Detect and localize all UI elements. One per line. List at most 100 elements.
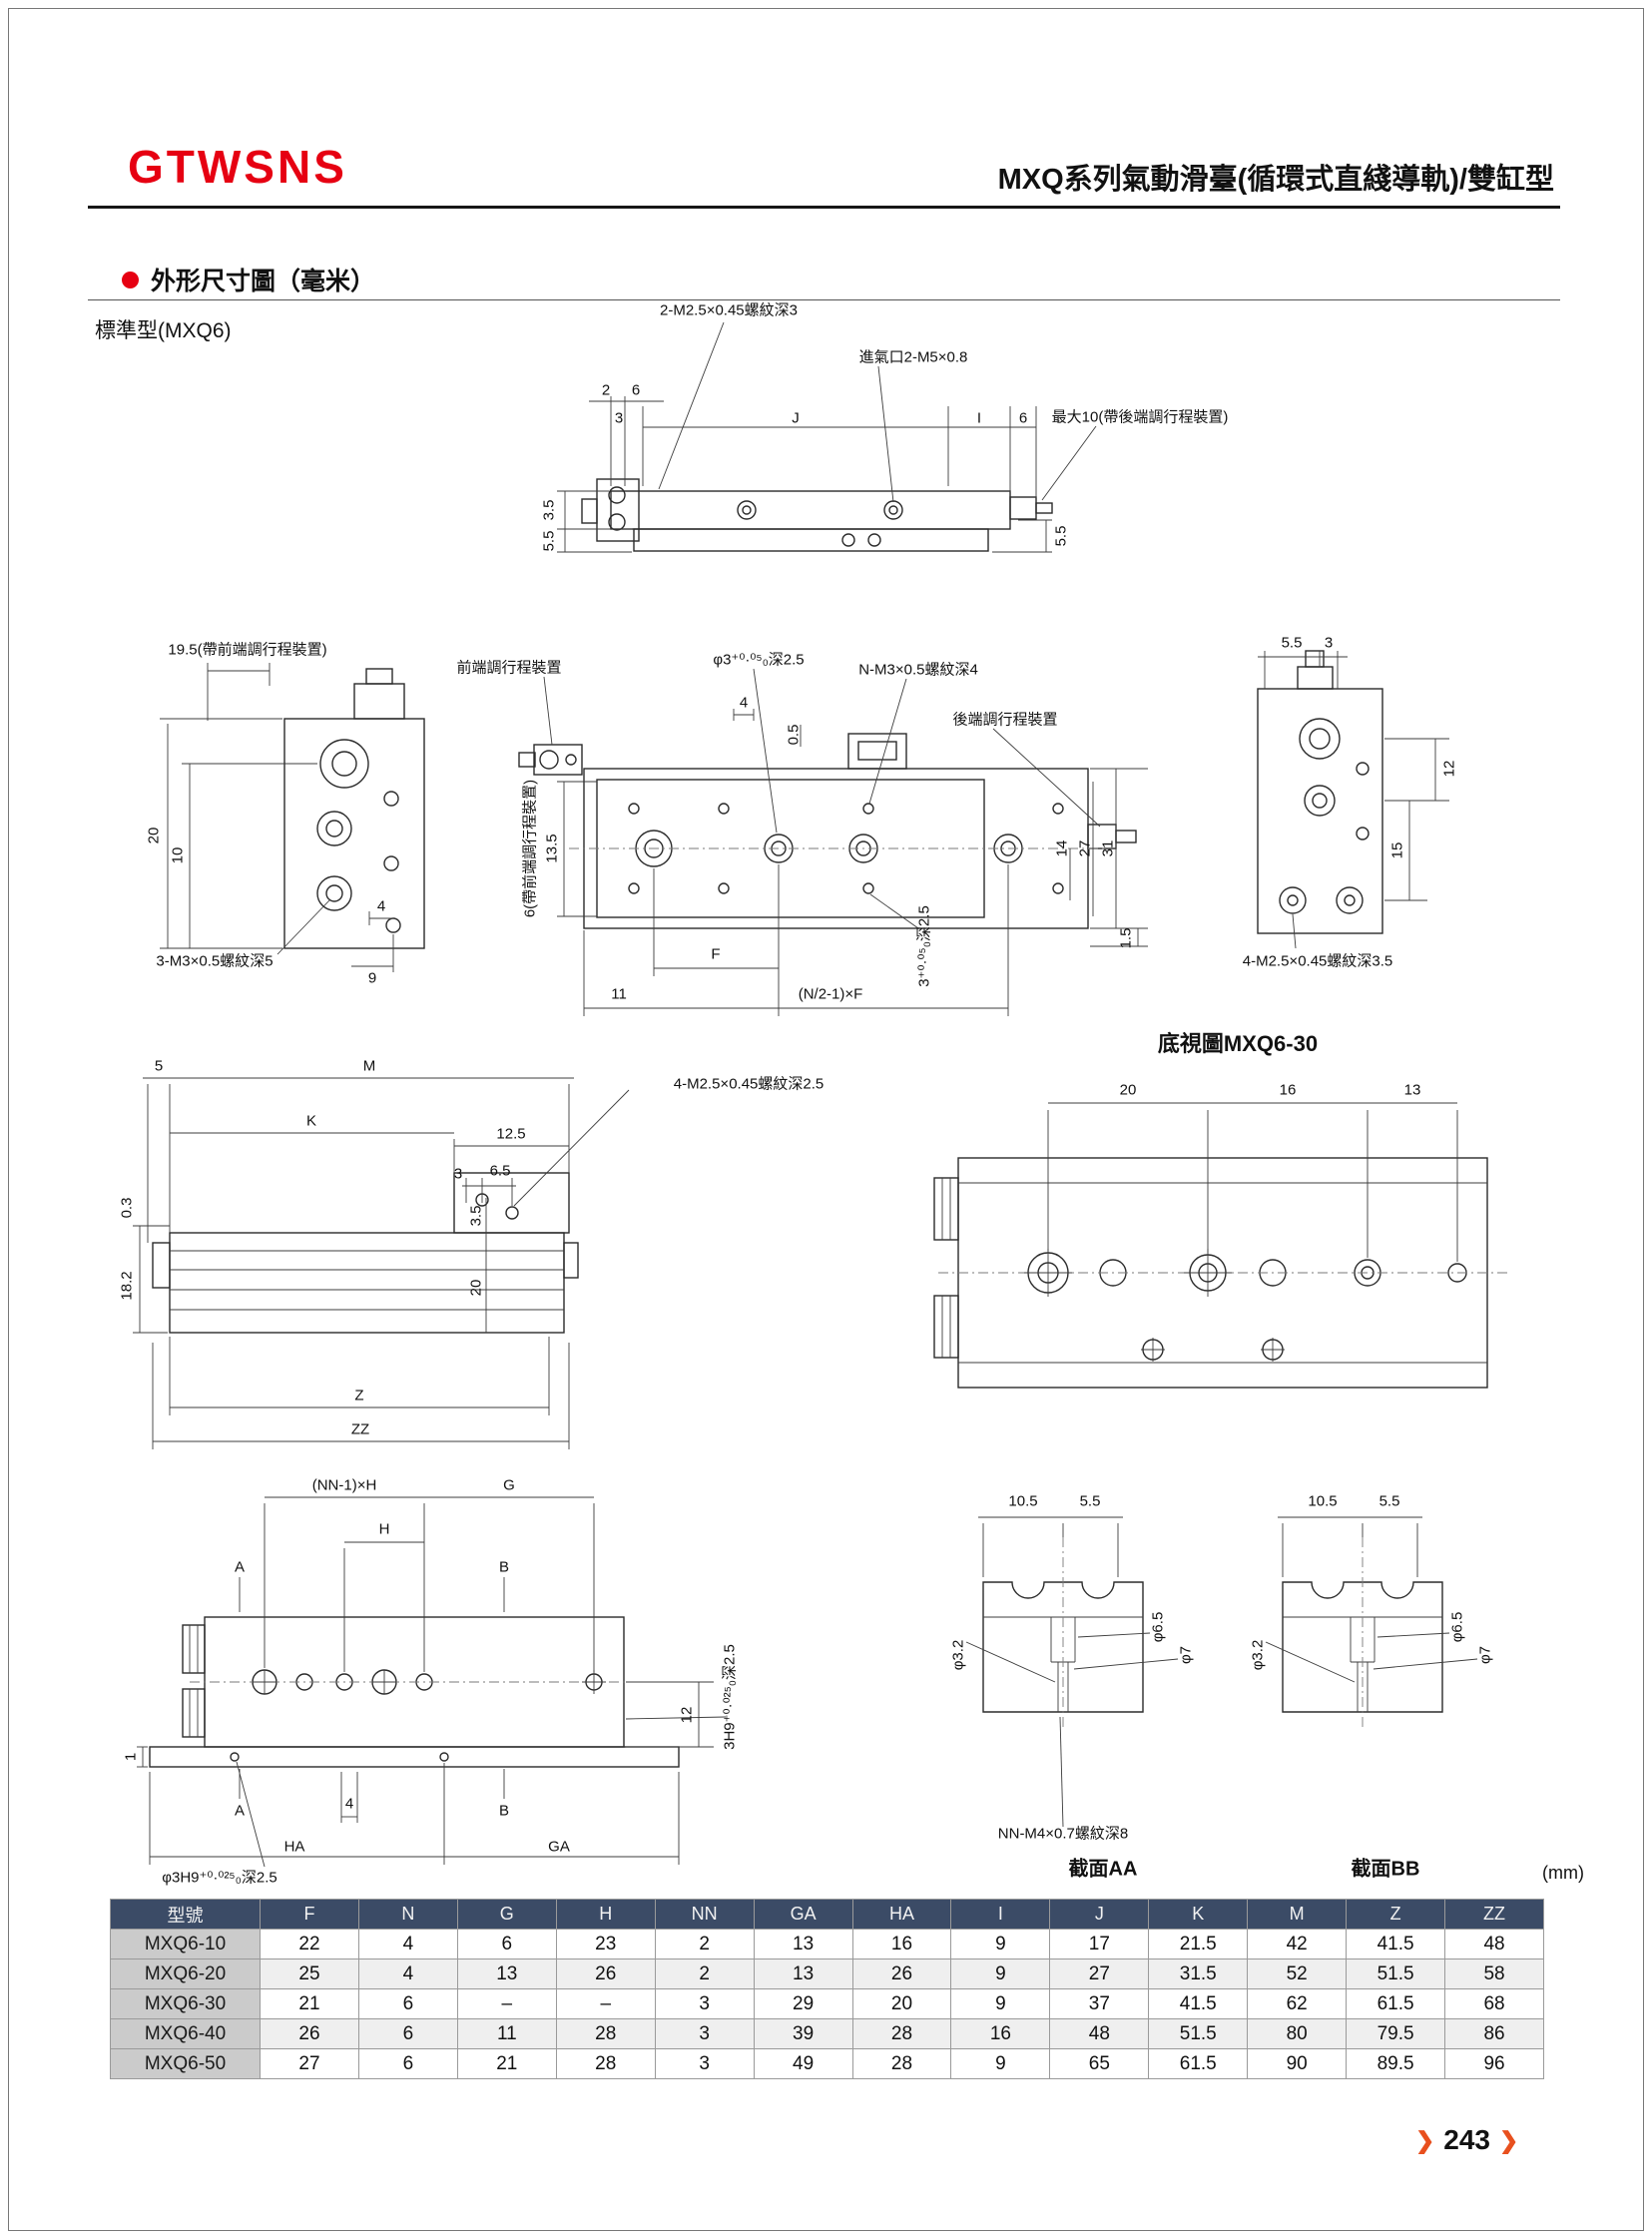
dim-label: I	[976, 409, 982, 427]
callout-label: 2-M2.5×0.45螺紋深3	[660, 301, 798, 319]
value-cell: 28	[555, 2018, 656, 2049]
dim-label: φ7	[1177, 1645, 1195, 1665]
callout-label: 進氣口2-M5×0.8	[858, 348, 968, 366]
callout-label: 前端調行程裝置	[456, 659, 562, 677]
column-header: GA	[753, 1899, 853, 1930]
value-cell: –	[456, 1988, 557, 2019]
dim-label: 3⁺⁰·⁰⁵₀深2.5	[915, 905, 933, 987]
value-cell: 42	[1247, 1929, 1348, 1959]
brand-logo: GTWSNS	[128, 141, 347, 193]
column-header: HA	[851, 1899, 952, 1930]
dim-label: (NN-1)×H	[311, 1476, 377, 1494]
dim-label: HA	[283, 1838, 305, 1856]
dim-label: 10.5	[1308, 1492, 1338, 1510]
value-cell: 26	[851, 1959, 952, 1989]
page-title: MXQ系列氣動滑臺(循環式直綫導軌)/雙缸型	[997, 164, 1554, 196]
column-header: H	[555, 1899, 656, 1930]
section-arrow-label: B	[498, 1558, 510, 1576]
value-cell: 48	[1049, 2018, 1150, 2049]
callout-label: 最大10(帶後端調行程裝置)	[1051, 408, 1229, 426]
dim-label: 11	[611, 985, 627, 1003]
value-cell: 28	[851, 2018, 952, 2049]
dim-label: 12	[1440, 760, 1458, 778]
drawing-cross-sections: 10.5 5.5 φ3.2 φ6.5 φ7 10.5 5.5 φ3.2 φ6.5…	[938, 1487, 1557, 1907]
drawing-side-view-plate: 5 M K 12.5 3 6.5 4-M2.5×0.45螺紋深2.5 0.3 1…	[115, 1038, 913, 1467]
dim-label: φ6.5	[1149, 1611, 1167, 1643]
dim-label: GA	[548, 1838, 570, 1856]
drawing-plan-view: 前端調行程裝置 φ3⁺⁰·⁰⁵₀深2.5 4 0.5 N-M3×0.5螺紋深4 …	[449, 617, 1158, 1106]
drawing-mounting-view: (NN-1)×H G H A B 1 A 4 B HA GA 12 3H9⁺⁰·…	[115, 1457, 833, 1907]
drawing-side-elevation: 2-M2.5×0.45螺紋深3 進氣口2-M5×0.8 最大10(帶後端調行程裝…	[379, 294, 1278, 604]
dim-label: 18.2	[118, 1271, 136, 1301]
callout-label: NN-M4×0.7螺紋深8	[997, 1825, 1129, 1843]
dim-label: M	[362, 1057, 376, 1075]
value-cell: 41.5	[1148, 1988, 1249, 2019]
value-cell: 31.5	[1148, 1959, 1249, 1989]
dim-label: 3	[453, 1165, 463, 1183]
column-header: F	[260, 1899, 359, 1930]
value-cell: 68	[1444, 1988, 1544, 2019]
mounting-view-linework	[137, 1496, 727, 1868]
dim-label: 10	[169, 846, 187, 864]
dim-label: ZZ	[350, 1420, 370, 1438]
dim-label: 4	[344, 1795, 354, 1813]
value-cell: 16	[950, 2018, 1051, 2049]
value-cell: 21	[456, 2048, 557, 2079]
arrow-left-icon: ❯	[1415, 2126, 1435, 2153]
value-cell: 37	[1049, 1988, 1150, 2019]
value-cell: 6	[357, 2048, 458, 2079]
section-arrow-label: B	[498, 1802, 510, 1820]
column-header: Z	[1346, 1899, 1446, 1930]
column-header: M	[1247, 1899, 1348, 1930]
value-cell: 29	[753, 1988, 853, 2019]
dim-label: 4	[376, 897, 386, 915]
value-cell: 89.5	[1346, 2048, 1446, 2079]
model-cell: MXQ6-20	[110, 1959, 261, 1989]
value-cell: 11	[456, 2018, 557, 2049]
callout-label: 後端調行程裝置	[952, 711, 1058, 729]
cross-sections-linework	[965, 1516, 1478, 1828]
drawing-left-end-view: 19.5(帶前端調行程裝置) 20 10 4 9 3-M3×0.5螺紋深5	[130, 629, 479, 1058]
model-cell: MXQ6-50	[110, 2048, 261, 2079]
page-footer: ❯ 243 ❯	[1415, 2124, 1518, 2156]
dim-label: J	[792, 409, 800, 427]
dim-label: 3	[614, 409, 624, 427]
dim-label: 5.5	[1079, 1492, 1101, 1510]
dim-label: (N/2-1)×F	[798, 985, 863, 1003]
value-cell: 6	[357, 1988, 458, 2019]
value-cell: 79.5	[1346, 2018, 1446, 2049]
callout-label: 4-M2.5×0.45螺紋深3.5	[1242, 952, 1393, 970]
value-cell: 21	[260, 1988, 359, 2019]
dim-label: 3.5	[540, 499, 558, 521]
value-cell: 3	[654, 2048, 755, 2079]
callout-label: 4-M2.5×0.45螺紋深2.5	[673, 1075, 825, 1093]
callout-label: φ3⁺⁰·⁰⁵₀深2.5	[713, 651, 805, 669]
dim-label: 5.5	[1281, 634, 1303, 652]
dim-label: 5	[154, 1057, 164, 1075]
left-end-view-linework	[160, 663, 425, 972]
value-cell: 23	[555, 1929, 656, 1959]
value-cell: 86	[1444, 2018, 1544, 2049]
page-number: 243	[1443, 2124, 1490, 2155]
units-label: (mm)	[1542, 1863, 1584, 1883]
value-cell: 6	[456, 1929, 557, 1959]
value-cell: 61.5	[1346, 1988, 1446, 2019]
dim-label: H	[378, 1520, 390, 1538]
value-cell: 58	[1444, 1959, 1544, 1989]
dim-label: 0.5	[785, 724, 803, 746]
section-aa-caption: 截面AA	[1068, 1858, 1138, 1881]
callout-label: φ3H9⁺⁰·⁰²⁵₀深2.5	[162, 1869, 277, 1887]
dim-label: 5.5	[1052, 525, 1070, 547]
value-cell: 65	[1049, 2048, 1150, 2079]
callout-label: 3-M3×0.5螺紋深5	[156, 952, 274, 970]
dim-label: 12	[678, 1706, 696, 1724]
dim-label: 6	[631, 381, 641, 399]
value-cell: 90	[1247, 2048, 1348, 2079]
dim-label: 16	[1279, 1081, 1297, 1099]
dim-label: 9	[367, 969, 377, 987]
